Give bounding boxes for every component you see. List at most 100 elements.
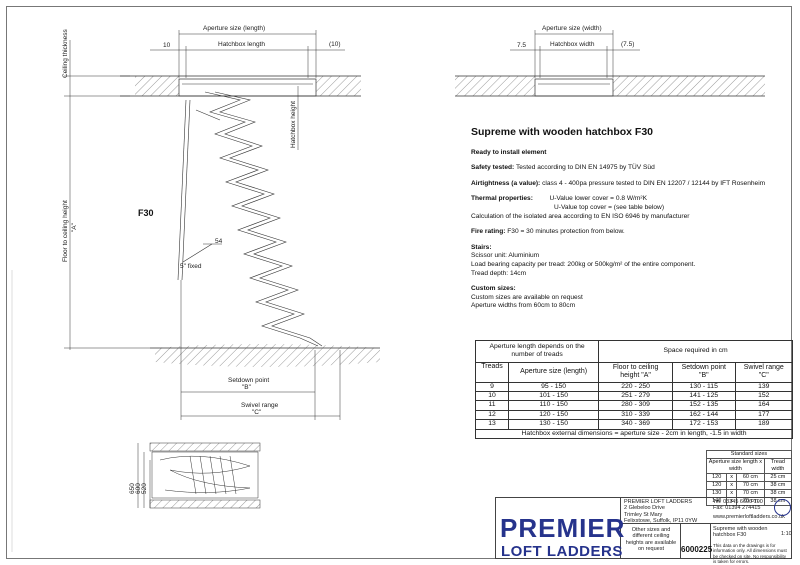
setdown-b-label: "B"	[242, 384, 251, 391]
ready-label: Ready to install element	[471, 148, 547, 156]
table-cell: 177	[734, 409, 794, 421]
table-cell: 152	[734, 391, 794, 402]
fire-label: Fire rating:	[471, 228, 506, 236]
table-cell: 120 - 150	[508, 409, 600, 421]
table-cell: 95 - 150	[508, 381, 600, 393]
spec-block: Supreme with wooden hatchbox F30 Ready t…	[471, 126, 781, 311]
stairs-1: Scissor unit: Aluminium	[471, 252, 540, 260]
drawing-title: Supreme with wooden hatchbox F30	[713, 526, 768, 539]
title-vdivider	[680, 523, 681, 559]
drawing-frame	[6, 6, 792, 559]
fire-text: F30 = 30 minutes protection from below.	[507, 228, 625, 236]
col-aperture: Aperture size (length)	[508, 361, 600, 383]
air-label: Airtightness (a value):	[471, 179, 541, 187]
stairs-3: Tread depth: 14cm	[471, 269, 527, 277]
title-hdivider	[620, 523, 792, 524]
table-cell: 310 - 339	[598, 409, 674, 421]
table-cell: 101 - 150	[508, 391, 600, 402]
std-cell: x	[726, 481, 737, 490]
table-cell: 340 - 369	[598, 419, 674, 430]
std-cell: 70 cm	[735, 481, 765, 490]
spec-title: Supreme with wooden hatchbox F30	[471, 126, 654, 138]
right-ceiling	[455, 75, 765, 97]
std-cell: 140	[705, 497, 728, 506]
col-treads: Treads	[474, 361, 510, 383]
safety-label: Safety tested:	[471, 164, 515, 172]
std-col1: Aperture size length x width	[706, 458, 765, 474]
scissor-ladder	[177, 91, 323, 347]
std-col2: Tread width	[763, 458, 793, 474]
hatchbox-length-label: Hatchbox length	[218, 41, 265, 48]
contact-block: Tel: 03345 6600 190 Fax: 01394 274415	[713, 499, 773, 512]
custom-2: Aperture widths from 60cm to 80cm	[471, 302, 576, 310]
floor-to-ceiling-label: Floor to ceiling height	[62, 200, 69, 262]
aperture-length-label: Aperture size (length)	[203, 25, 266, 32]
swivel-c-label: "C"	[252, 409, 262, 416]
thermal-2: U-Value top cover = (see table below)	[554, 203, 665, 211]
drawing-number: 6000225	[681, 545, 713, 554]
angle-label: 54	[215, 238, 223, 245]
col-setdown: Setdown point "B"	[672, 361, 736, 383]
table-cell: 10	[474, 391, 510, 402]
dim-right-7-5: (7.5)	[621, 41, 635, 48]
col-floor-ceiling: Floor to ceiling height "A"	[598, 361, 674, 383]
std-title: Standard sizes	[706, 450, 792, 459]
table-cell: 130 - 115	[672, 381, 736, 393]
setdown-point-label: Setdown point	[228, 377, 270, 384]
std-cell: 60 cm	[735, 473, 765, 482]
std-cell: 38 cm	[763, 481, 793, 490]
air-text: class 4 - 400pa pressure tested to DIN E…	[542, 179, 766, 187]
std-cell: 120	[705, 481, 728, 490]
std-cell: x	[726, 473, 737, 482]
disclaimer: This data on the drawings is for informa…	[713, 543, 787, 565]
standard-sizes-table: Standard sizes Aperture size length x wi…	[705, 450, 793, 506]
table-cell: 152 - 135	[672, 400, 736, 411]
table-footer: Hatchbox external dimensions = aperture …	[475, 428, 793, 440]
ceiling-thickness-label: Ceiling thickness	[62, 29, 69, 78]
space-requirements-table: Aperture length depends on the number of…	[474, 340, 794, 440]
table-cell: 220 - 250	[598, 381, 674, 393]
company-name: PREMIER LOFT LADDERS	[624, 499, 693, 505]
stairs-2: Load bearing capacity per tread: 200kg o…	[471, 260, 696, 268]
left-floor	[64, 344, 380, 367]
table-head-right: Space required in cm	[598, 340, 793, 363]
table-cell: 162 - 144	[672, 409, 736, 421]
table-cell: 164	[734, 400, 794, 411]
hatchbox-height-label: Hatchbox height	[290, 101, 297, 148]
table-cell: 11	[474, 400, 510, 411]
custom-1: Custom sizes are available on request	[471, 293, 583, 301]
logo-premier: PREMIER	[500, 513, 626, 543]
right-dimensions	[510, 30, 640, 78]
table-cell: 139	[734, 381, 794, 393]
left-ceiling	[120, 75, 361, 97]
bottom-dimensions	[180, 280, 341, 420]
fixed-label: 5" fixed	[180, 263, 202, 270]
small-view	[137, 442, 261, 509]
f30-label: F30	[138, 208, 154, 218]
scale: 1:10	[781, 531, 792, 537]
table-cell: 189	[734, 419, 794, 430]
table-cell: 130 - 150	[508, 419, 600, 430]
table-cell: 9	[474, 381, 510, 393]
floor-to-ceiling-x: "A"	[71, 223, 78, 232]
certification-icon	[774, 499, 791, 516]
stairs-label: Stairs:	[471, 243, 492, 251]
hatchbox-width-label: Hatchbox width	[550, 41, 595, 48]
other-sizes-note: Other sizes and different ceiling height…	[625, 527, 677, 553]
thermal-3: Calculation of the isolated area accordi…	[471, 212, 690, 220]
address-2: Trimley St Mary	[624, 511, 663, 518]
title-vdivider2	[710, 523, 711, 559]
std-cell: 120	[705, 473, 728, 482]
swivel-range-label: Swivel range	[241, 402, 279, 409]
table-cell: 251 - 279	[598, 391, 674, 402]
website: www.premierloftladders.co.uk	[713, 514, 785, 520]
table-cell: 110 - 150	[508, 400, 600, 411]
